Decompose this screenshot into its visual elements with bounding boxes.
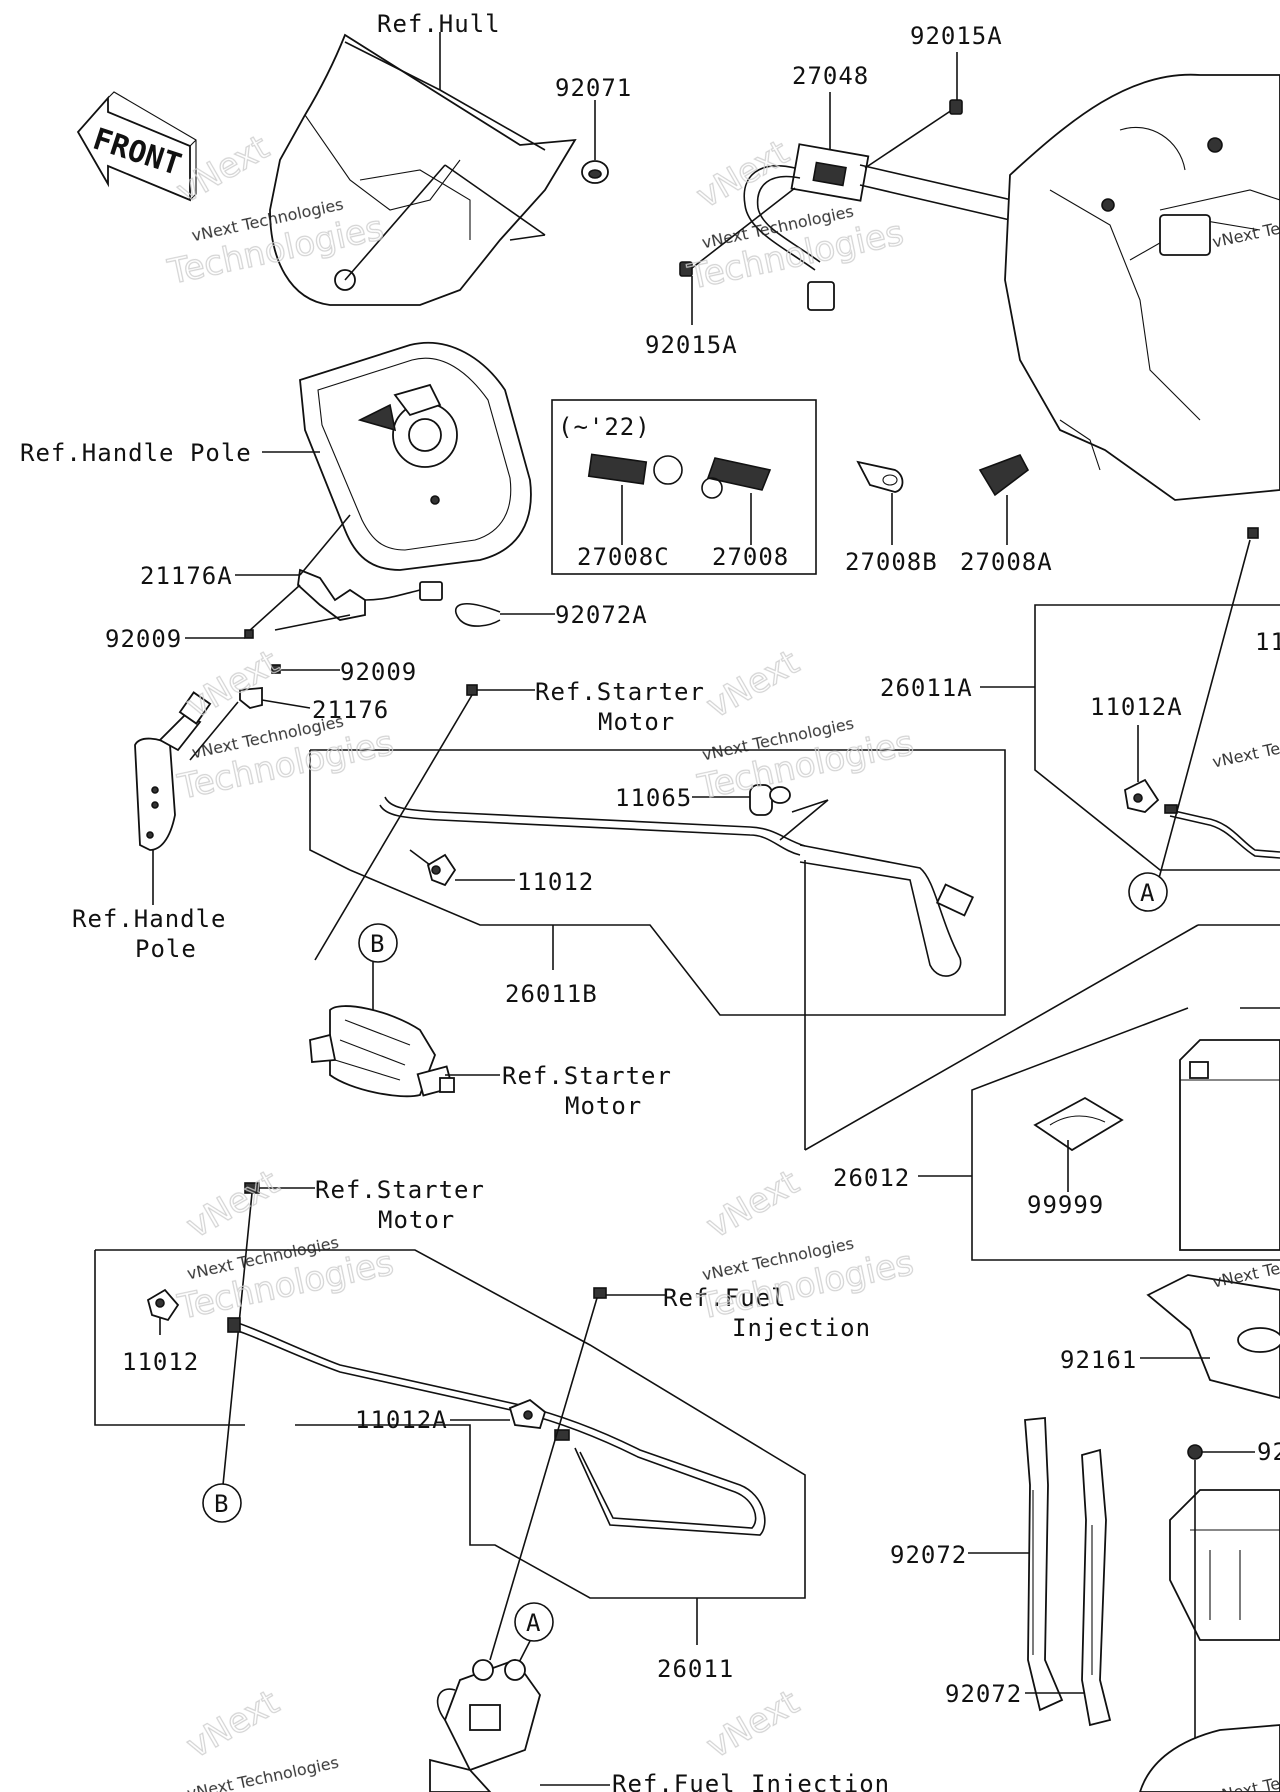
part-92015a-bottom-label: 92015A <box>645 331 738 359</box>
watermark-big-8: vNext <box>700 1682 806 1766</box>
watermark-big-5: vNext <box>180 1162 286 1246</box>
part-11-cut-label: 11 <box>1255 628 1280 656</box>
part-27048-label: 27048 <box>792 62 869 90</box>
clip-92015a-top-icon <box>949 99 963 115</box>
part-92072-a-label: 92072 <box>890 1541 967 1569</box>
part-27008-label: 27008 <box>712 543 789 571</box>
callout-a-2 <box>514 1602 554 1642</box>
hull-panel <box>269 33 577 306</box>
part-92072-b-label: 92072 <box>945 1680 1022 1708</box>
relay-block <box>429 1658 541 1792</box>
terminal-11012a-low-icon <box>508 1398 547 1429</box>
clamp-21176-icon <box>239 687 263 709</box>
part-26012-label: 26012 <box>833 1164 910 1192</box>
watermark-big-2: vNext <box>690 132 796 216</box>
watermark-big-4: vNext <box>700 642 806 726</box>
callout-b-2 <box>202 1483 242 1523</box>
ref-starter-motor-3b-label: Motor <box>378 1206 455 1234</box>
part-26011a-label: 26011A <box>880 674 973 702</box>
switch-27048-icon <box>743 143 870 311</box>
part-92015a-top-label: 92015A <box>910 22 1003 50</box>
ref-fuel-inj-1b-label: Injection <box>732 1314 871 1342</box>
nut-92-icon <box>1187 1444 1203 1460</box>
key-27008b-icon <box>856 460 904 493</box>
nut-ref-fuel-1-icon <box>593 1287 607 1299</box>
part-21176a-label: 21176A <box>140 562 233 590</box>
terminal-11012-left-icon <box>146 1288 180 1322</box>
part-26011b-label: 26011B <box>505 980 598 1008</box>
callout-b-2-label: B <box>214 1490 229 1518</box>
part-92009-a-label: 92009 <box>105 625 182 653</box>
strap-92072-a-icon <box>1024 1417 1064 1712</box>
handle-pole-lower <box>134 691 212 851</box>
part-27008c-label: 27008C <box>577 543 670 571</box>
watermark-big-1: vNext <box>170 127 276 211</box>
part-21176-label: 21176 <box>312 696 389 724</box>
key-group-box <box>551 399 817 575</box>
key-27008-icon <box>701 457 772 499</box>
ref-fuel-inj-2-label: Ref.Fuel Injection <box>612 1770 890 1792</box>
part-99999-label: 99999 <box>1027 1191 1104 1219</box>
part-11012-mid-label: 11012 <box>517 868 594 896</box>
pad-92161-icon <box>1146 1274 1280 1399</box>
callout-b-1 <box>358 923 398 963</box>
grommet-92071-icon <box>581 160 609 184</box>
part-92161-label: 92161 <box>1060 1346 1137 1374</box>
screw-top-right-icon <box>1247 527 1259 539</box>
clip-92015a-bottom-icon <box>679 261 693 277</box>
ref-starter-motor-1b-label: Motor <box>598 708 675 736</box>
part-92072a-label: 92072A <box>555 601 648 629</box>
ref-handle-pole-label: Ref.Handle Pole <box>20 439 252 467</box>
ref-starter-motor-3a-label: Ref.Starter <box>315 1176 485 1204</box>
part-11012a-right-label: 11012A <box>1090 693 1183 721</box>
ref-starter-motor-1a-label: Ref.Starter <box>535 678 705 706</box>
key-27008a-icon <box>978 454 1030 497</box>
screw-92009-a-icon <box>244 629 254 639</box>
part-92-cut-label: 92 <box>1257 1438 1280 1466</box>
bracket-21176a-icon <box>297 568 443 621</box>
ref-starter-motor-2b-label: Motor <box>565 1092 642 1120</box>
ref-handle-pole-2b-label: Pole <box>135 935 197 963</box>
ref-handle-pole-2a-label: Ref.Handle <box>72 905 227 933</box>
battery-case <box>1169 1489 1280 1641</box>
part-11065-label: 11065 <box>615 784 692 812</box>
part-27008b-label: 27008B <box>845 548 938 576</box>
handle-pole-plate <box>299 341 532 571</box>
grease-99999-icon <box>1033 1096 1124 1152</box>
watermark-big-7: vNext <box>180 1682 286 1766</box>
screw-ref-starter-1-icon <box>466 684 478 696</box>
part-26011-label: 26011 <box>657 1655 734 1683</box>
part-11012a-low-label: 11012A <box>355 1406 448 1434</box>
part-92071-label: 92071 <box>555 74 632 102</box>
watermark-big-3: vNext <box>180 642 286 726</box>
ref-starter-motor-2a-label: Ref.Starter <box>502 1062 672 1090</box>
strap-92072-b-icon <box>1081 1448 1112 1727</box>
starter-motor <box>309 1005 455 1098</box>
key-27008c-icon <box>587 453 683 485</box>
ref-hull-label: Ref.Hull <box>377 10 501 38</box>
part-27008a-label: 27008A <box>960 548 1053 576</box>
screw-92009-b-icon <box>271 664 281 674</box>
terminal-11012a-right-icon <box>1124 778 1160 813</box>
ref-fuel-inj-1a-label: Ref.Fuel <box>663 1284 787 1312</box>
watermark-10: vNext Technologies <box>1211 721 1280 772</box>
band-92072a-icon <box>455 603 501 627</box>
callout-b-1-label: B <box>370 930 385 958</box>
cap-11065-icon <box>749 784 791 816</box>
callout-a-2-label: A <box>526 1609 541 1637</box>
part-92009-b-label: 92009 <box>340 658 417 686</box>
battery <box>1179 1039 1280 1251</box>
part-11012-left-label: 11012 <box>122 1348 199 1376</box>
year-note-label: (~'22) <box>558 413 651 441</box>
watermark-big-6: vNext <box>700 1162 806 1246</box>
terminal-11012-mid-icon <box>426 853 457 887</box>
callout-a-1 <box>1128 872 1168 912</box>
body-panel-lower <box>1139 1724 1280 1792</box>
callout-a-1-label: A <box>1140 879 1155 907</box>
body-panel-upper <box>1004 73 1280 501</box>
